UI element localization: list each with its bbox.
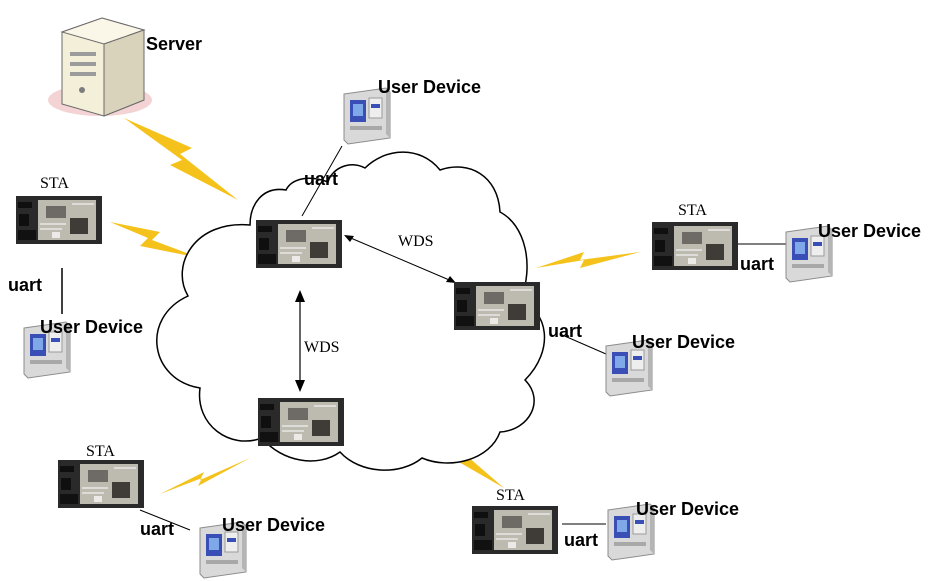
- sta-label: STA: [86, 443, 115, 460]
- user-device-label: User Device: [40, 317, 144, 337]
- uart-line: [139, 509, 191, 531]
- wireless-module-icon: [57, 459, 145, 509]
- wireless-module-icon: [651, 221, 739, 271]
- uart-label: uart: [548, 321, 583, 341]
- server-tower-icon: [48, 17, 152, 117]
- wds-link-vertical: [295, 290, 305, 392]
- uart-label: uart: [564, 530, 599, 550]
- uart-label: uart: [304, 169, 339, 189]
- user-device-label: User Device: [818, 221, 922, 241]
- uart-label: uart: [8, 275, 43, 295]
- wireless-module-icon: [15, 195, 103, 245]
- wireless-module-icon: [471, 505, 559, 555]
- wds-label: WDS: [398, 233, 434, 250]
- server-label: Server: [146, 34, 203, 54]
- uart-label: uart: [740, 254, 775, 274]
- wds-label: WDS: [304, 339, 340, 356]
- sta-label: STA: [40, 175, 69, 192]
- user-device-label: User Device: [636, 499, 740, 519]
- lightning-bolt-icon: [110, 222, 200, 258]
- cloud-icon: [156, 151, 546, 471]
- sta-label: STA: [678, 202, 707, 219]
- wireless-module-icon: [453, 281, 541, 331]
- wireless-module-icon: [255, 219, 343, 269]
- uart-label: uart: [140, 519, 175, 539]
- lightning-bolt-icon: [536, 252, 640, 268]
- lightning-bolt-icon: [124, 118, 238, 200]
- wireless-module-icon: [257, 397, 345, 447]
- user-device-label: User Device: [222, 515, 326, 535]
- sta-label: STA: [496, 487, 525, 504]
- user-device-label: User Device: [632, 332, 736, 352]
- wds-link-horizontal: [344, 235, 456, 283]
- user-device-label: User Device: [378, 77, 482, 97]
- uart-line: [301, 145, 343, 217]
- lightning-bolt-icon: [160, 458, 250, 494]
- uart-line: [559, 333, 607, 355]
